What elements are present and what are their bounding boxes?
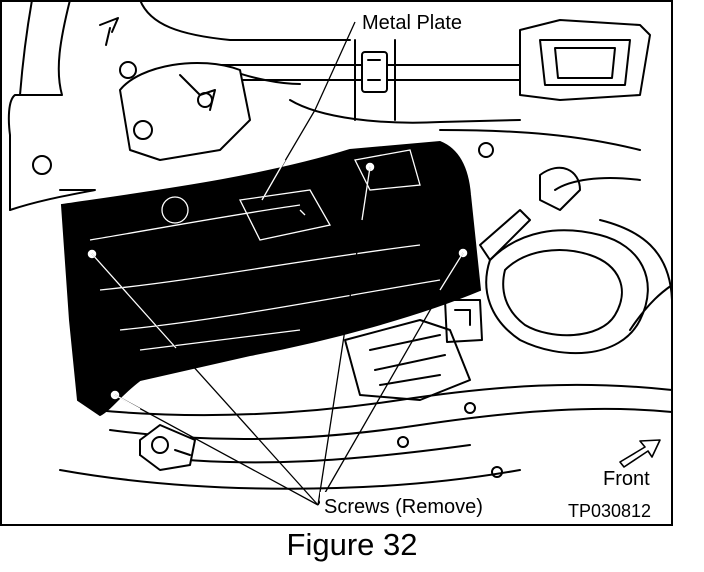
door-inner-panel-illustration xyxy=(7,0,673,490)
figure-caption: Figure 32 xyxy=(286,527,418,562)
metal-plate-embossing xyxy=(89,149,441,351)
screws-label: Screws (Remove) xyxy=(324,496,483,518)
door-diagram: Metal Plate Screws (Remove) Front TP0308… xyxy=(0,0,673,526)
figure-code: TP030812 xyxy=(568,501,651,521)
arrow-right-up-icon xyxy=(619,439,661,468)
leader-lines-over-plate xyxy=(91,159,464,410)
front-label: Front xyxy=(603,468,650,490)
metal-plate-label: Metal Plate xyxy=(362,12,462,34)
